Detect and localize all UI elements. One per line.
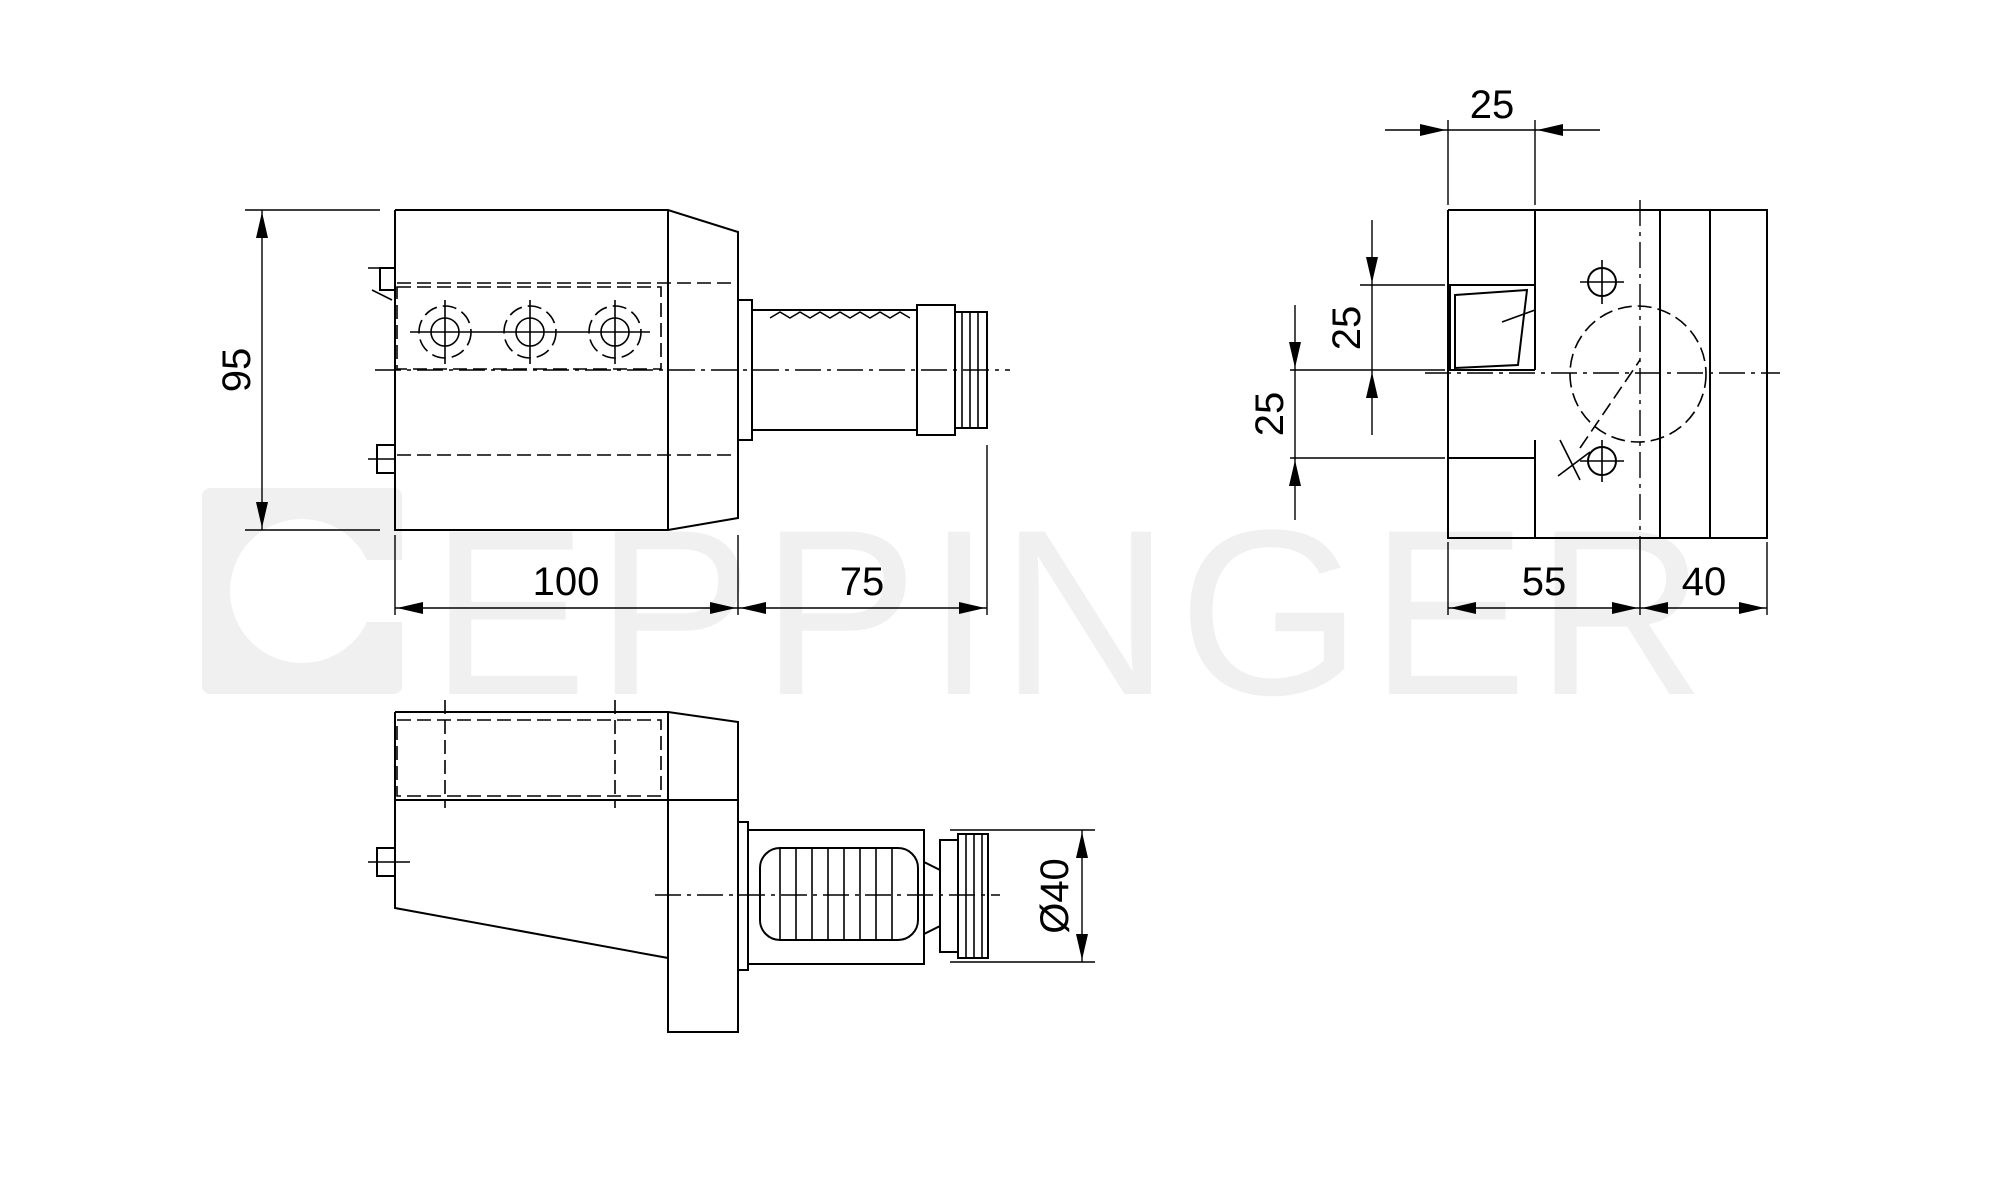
dim-center-height: 25 bbox=[1248, 392, 1292, 437]
watermark-text: EPPINGER bbox=[430, 481, 1714, 745]
dim-body-length: 100 bbox=[533, 560, 600, 604]
eppinger-watermark: EPPINGER bbox=[202, 481, 1714, 745]
dim-shank-length: 75 bbox=[840, 560, 885, 604]
dim-width-left: 55 bbox=[1522, 560, 1567, 604]
dim-top-slot-width: 25 bbox=[1470, 83, 1515, 127]
dim-width-right: 40 bbox=[1682, 560, 1727, 604]
top-view-dimensions: Ø40 bbox=[950, 829, 1095, 963]
side-view bbox=[1425, 200, 1780, 545]
dim-height: 95 bbox=[215, 348, 259, 393]
side-view-dimensions: 25 25 25 55 40 bbox=[1248, 83, 1768, 615]
dim-slot-height: 25 bbox=[1325, 306, 1369, 351]
top-view bbox=[368, 700, 1000, 1033]
front-view bbox=[368, 209, 1010, 531]
dim-shank-diameter: Ø40 bbox=[1033, 858, 1077, 934]
clamp-screws bbox=[410, 300, 650, 364]
front-view-dimensions: 95 100 75 bbox=[215, 209, 988, 615]
